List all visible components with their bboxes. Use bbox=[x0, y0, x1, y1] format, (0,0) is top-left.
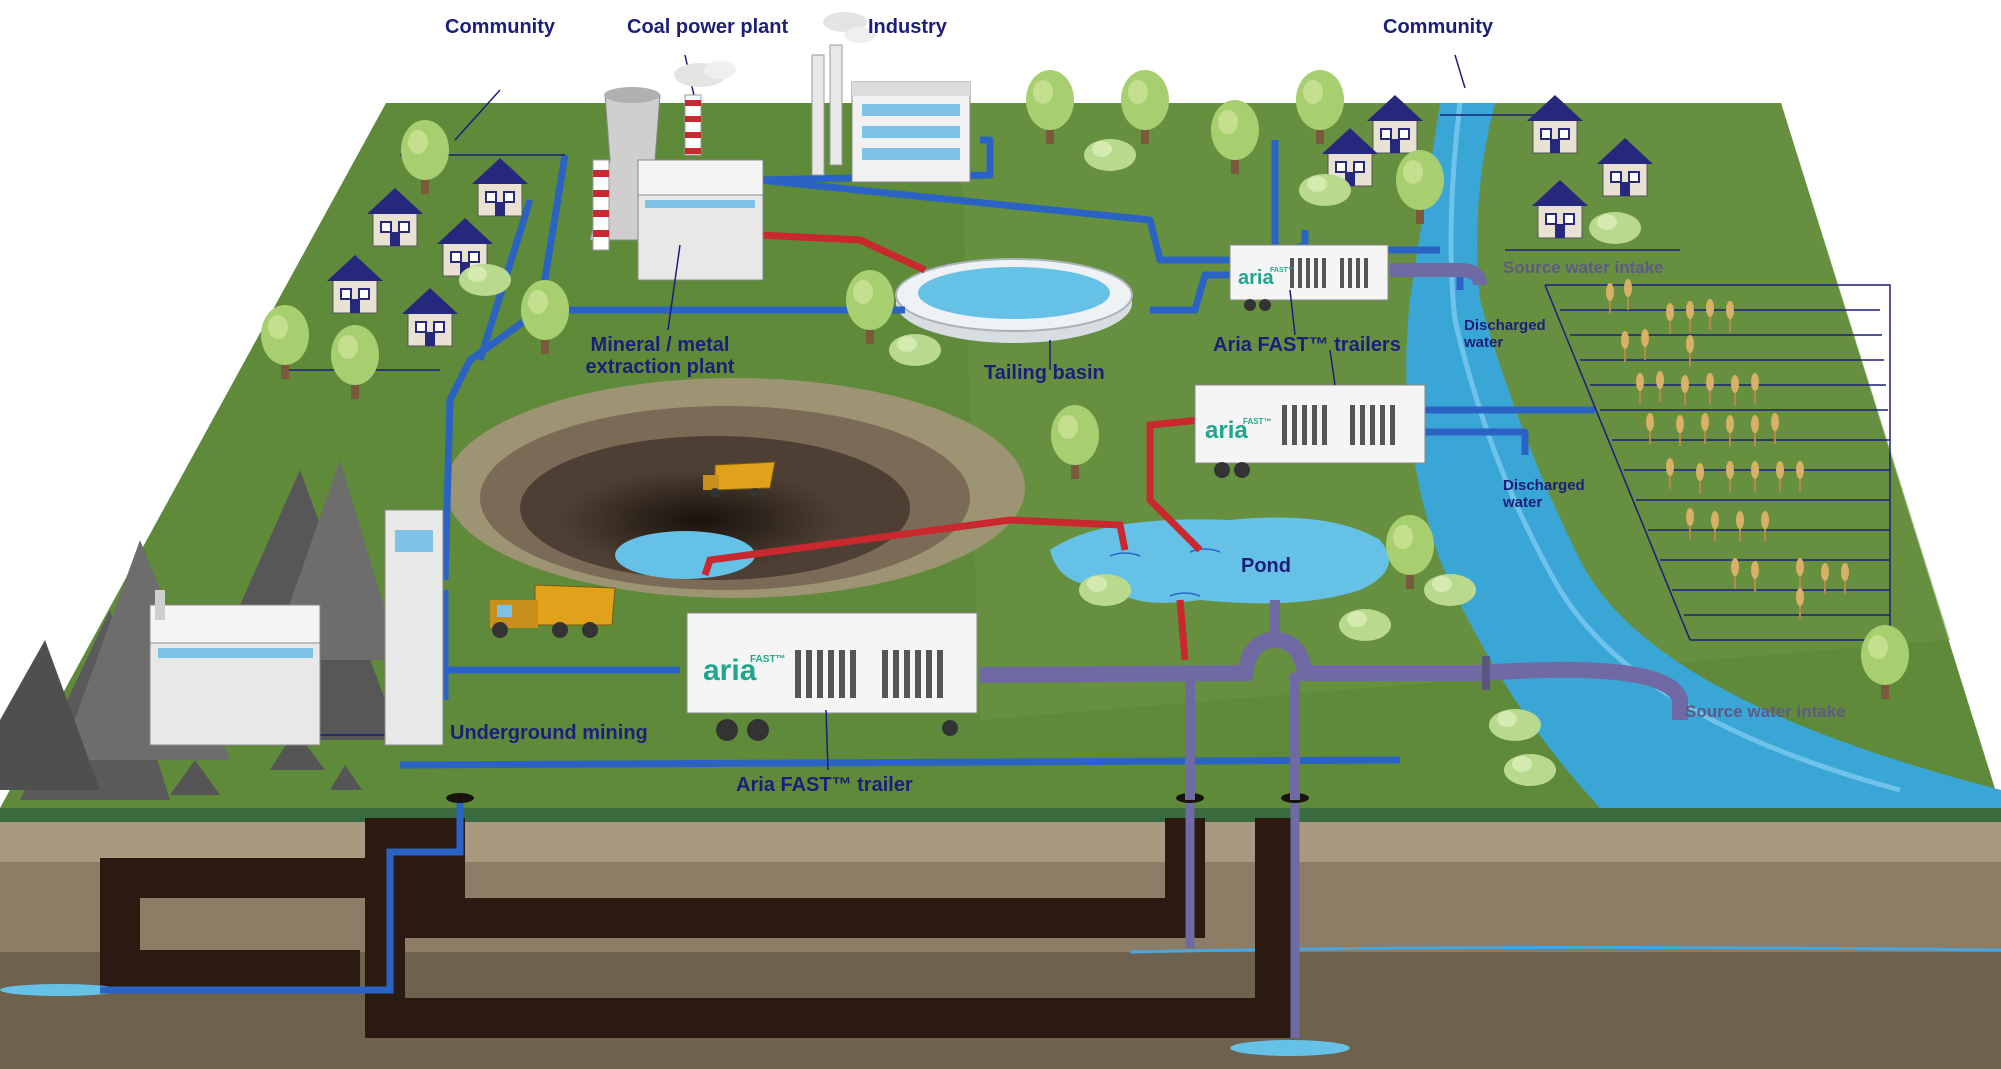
red-pipe-plant bbox=[759, 231, 927, 274]
hill-8 bbox=[330, 765, 362, 790]
ground-edge-strip bbox=[0, 808, 2001, 822]
underground-tunnels bbox=[100, 818, 1295, 1038]
aria-logo-middle: aria bbox=[1205, 417, 1248, 444]
pipe-flange bbox=[1482, 656, 1490, 690]
pond-ripples bbox=[1109, 548, 1221, 597]
river-highlight bbox=[1448, 102, 1901, 793]
aria-trailer-middle bbox=[1194, 384, 1426, 478]
aria-trailer-top bbox=[1229, 244, 1389, 311]
hill-6 bbox=[170, 760, 220, 795]
pit-water bbox=[615, 531, 755, 579]
aria-trailer-bottom bbox=[686, 612, 978, 741]
purple-pipe-top bbox=[1390, 263, 1487, 286]
dump-truck-lower bbox=[490, 584, 616, 638]
well-3 bbox=[446, 793, 474, 803]
mine-pipe-underground bbox=[100, 800, 464, 994]
red-pipe-pond-down bbox=[1176, 599, 1189, 661]
aria-logo-top-sup: FAST™ bbox=[1270, 267, 1295, 274]
underground-water-left bbox=[0, 984, 120, 996]
industry-building bbox=[811, 12, 971, 183]
aria-logo-bottom: aria bbox=[703, 654, 757, 687]
red-pipe-pit bbox=[701, 516, 1129, 577]
mine-processing-building bbox=[149, 590, 321, 746]
aria-logo-top: aria bbox=[1238, 267, 1274, 289]
mine-shaft-tower bbox=[384, 509, 444, 746]
aria-logo-bottom-sup: FAST™ bbox=[750, 654, 786, 665]
aria-logo-middle-sup: FAST™ bbox=[1243, 417, 1271, 426]
label-leader-lines bbox=[667, 244, 1336, 771]
groundwater-line bbox=[1129, 945, 2001, 954]
river bbox=[1406, 103, 2001, 808]
soil-layer-top bbox=[0, 822, 2001, 862]
tailing-basin-water bbox=[918, 267, 1110, 319]
coal-power-plant bbox=[589, 61, 764, 281]
purple-pipe-drop-2 bbox=[1270, 600, 1300, 800]
red-pipe-trailer bbox=[1146, 416, 1203, 553]
pond bbox=[1050, 517, 1389, 604]
underground-water-right bbox=[1230, 1040, 1350, 1056]
dump-truck-upper bbox=[703, 461, 776, 498]
hill-7 bbox=[270, 730, 325, 770]
hill-5 bbox=[0, 640, 100, 790]
purple-source-pipe bbox=[979, 631, 1688, 720]
